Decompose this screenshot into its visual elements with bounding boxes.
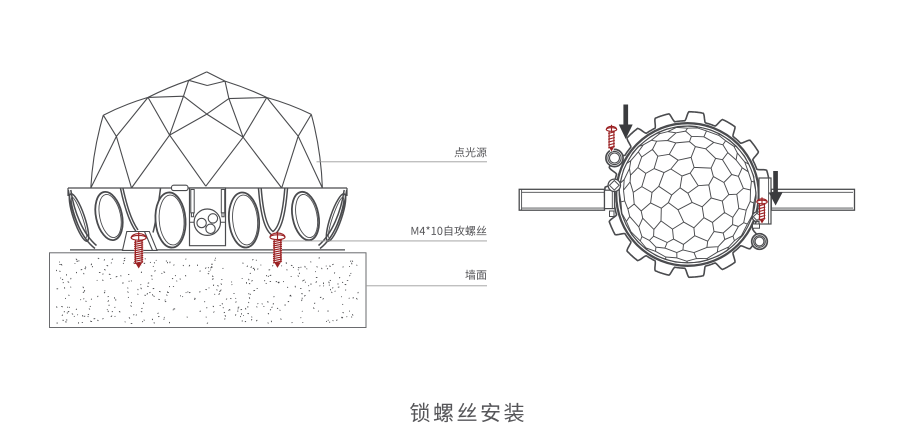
rail-left-segment	[518, 188, 606, 211]
rail-right-segment	[770, 188, 856, 211]
dome-wireframe	[90, 71, 323, 189]
cable-bracket	[188, 187, 227, 247]
screw-right-icon	[269, 231, 286, 268]
arrow-down-right-icon	[768, 171, 783, 206]
label-screw-spec	[411, 225, 487, 236]
label-screw-spec-text: M4*10自攻螺丝	[410, 224, 486, 238]
wall-rect	[49, 252, 367, 328]
arrows	[618, 104, 783, 206]
top-view-diagram	[518, 104, 856, 279]
base-top-tab	[170, 184, 189, 192]
dome-mesh-top	[618, 125, 757, 264]
label-wall-text: 墙面	[465, 268, 487, 282]
callouts: 点光源 M4*10自攻螺丝 墙面	[410, 145, 487, 282]
wall-section	[49, 252, 367, 328]
label-point-light-text: 点光源	[454, 145, 487, 159]
side-view-diagram: 点光源 M4*10自攻螺丝 墙面	[49, 71, 487, 328]
screw-right-icon-top-view	[756, 197, 768, 224]
screw-top-left-icon	[605, 124, 618, 152]
mounting-rail	[518, 188, 856, 211]
bracket-left	[603, 178, 622, 217]
diagram-title-text: 锁螺丝安装	[410, 403, 515, 426]
screw-hole-bottom-right	[750, 232, 769, 251]
mount-base	[67, 184, 348, 251]
screw-hole-top-left	[605, 148, 624, 168]
label-point-light	[454, 147, 487, 158]
label-wall	[465, 269, 487, 280]
arrow-down-left-icon	[618, 104, 633, 139]
housing-rim-outer	[615, 122, 760, 267]
screw-left-icon	[130, 232, 147, 269]
callout-leaders	[274, 161, 487, 287]
